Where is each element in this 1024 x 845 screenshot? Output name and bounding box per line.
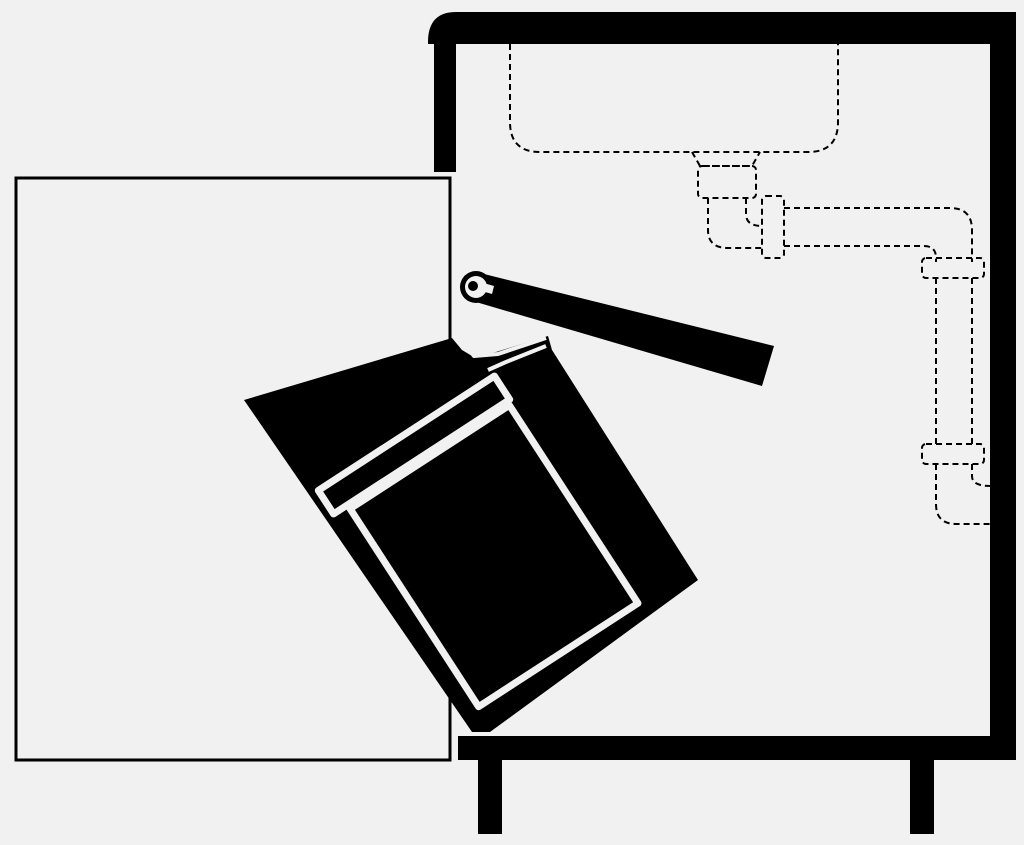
drain-collar-top (697, 165, 757, 199)
link-arm-bar (476, 272, 774, 386)
waste-bin-unit (244, 336, 698, 732)
drain-outlet-bend (935, 464, 990, 525)
cabinet-legs (478, 758, 934, 834)
cabinet-leg-left (478, 758, 502, 834)
bin-lid-rim (314, 372, 514, 518)
cabinet-leg-right (910, 758, 934, 834)
door-link-arm (460, 271, 774, 386)
drain-tailpiece (707, 198, 762, 249)
link-arm-slot (478, 282, 494, 294)
drain-horizontal-pipe-inner (784, 245, 937, 262)
bin-body (346, 401, 642, 711)
bin-mount-notch (460, 336, 547, 358)
cabinet-top-rail (428, 12, 1016, 44)
drain-horizontal-pipe (784, 207, 973, 262)
link-arm-pivot-pin (468, 281, 478, 291)
drain-vertical-pipe (935, 278, 973, 444)
drain-trap-hidden (697, 165, 991, 525)
drain-collar-mid (921, 257, 985, 279)
bin-side-edge (487, 344, 547, 372)
drain-tailpiece-inner (745, 198, 763, 227)
drain-outlet-bend-inner (971, 464, 991, 487)
cabinet-left-post (434, 40, 456, 172)
cabinet-bottom-rail (458, 736, 1016, 760)
cabinet-right-wall (990, 40, 1016, 760)
sink-basin-outline (509, 44, 839, 153)
drain-collar-low (921, 443, 985, 465)
cabinet-outline (428, 12, 1016, 760)
